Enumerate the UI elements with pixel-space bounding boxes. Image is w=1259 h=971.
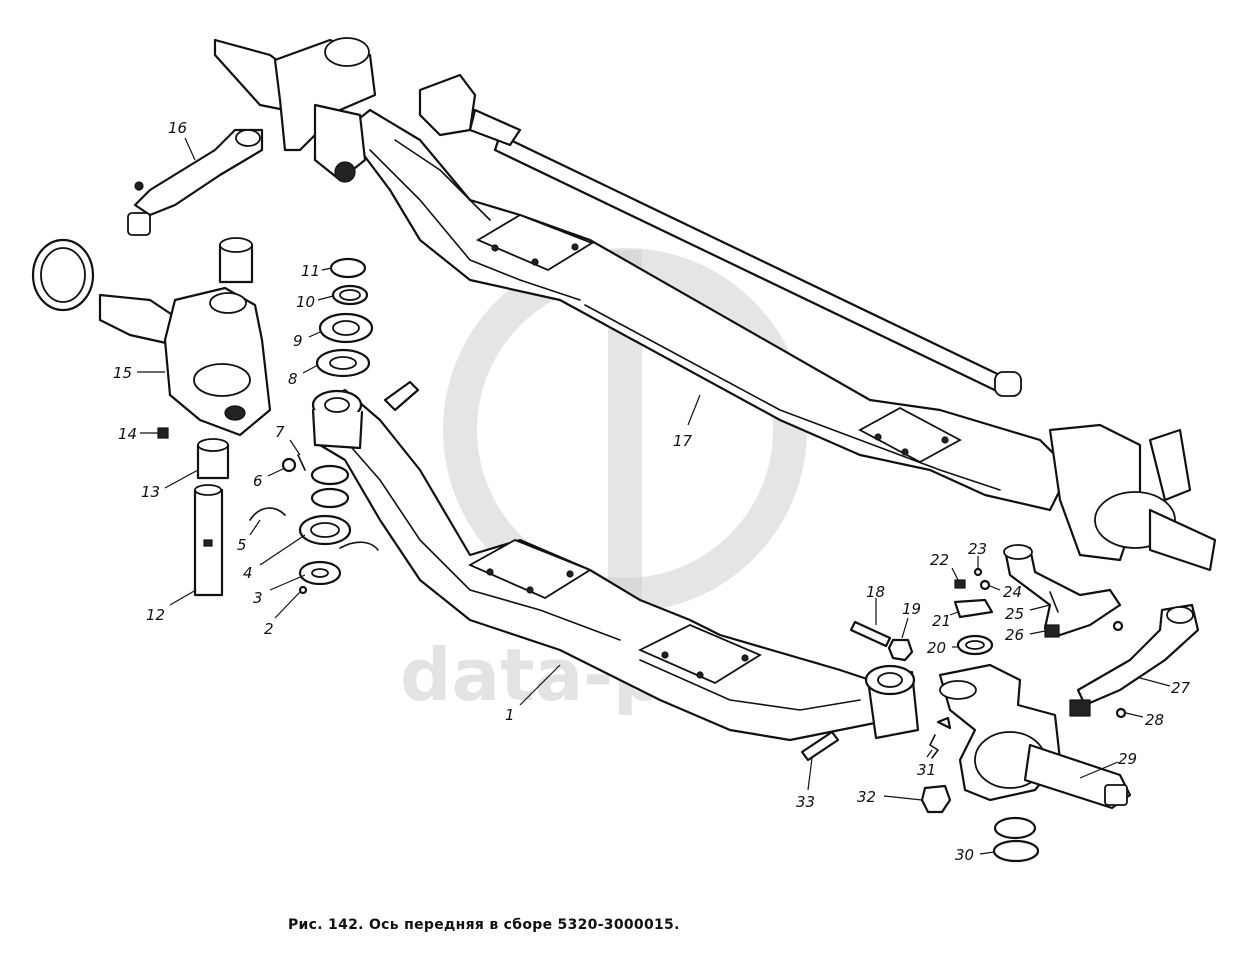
- kingpin: [193, 484, 224, 597]
- kingpin-bushing-upper: [218, 237, 254, 284]
- kingpin-bushing-lower: [196, 438, 230, 480]
- washer-stack: [315, 257, 374, 378]
- wedge-pin: [383, 380, 420, 412]
- callout-10: 10: [296, 293, 315, 311]
- callout-4: 4: [243, 564, 253, 582]
- callout-22: 22: [930, 551, 949, 569]
- figure-caption: Рис. 142. Ось передняя в сборе 5320-3000…: [288, 917, 680, 933]
- callout-7: 7: [275, 423, 285, 441]
- callout-3: 3: [253, 589, 263, 607]
- hub-seal-ring: [31, 238, 95, 312]
- assembled-axle: [213, 37, 1217, 572]
- callout-12: 12: [146, 606, 165, 624]
- thrust-bearing: [249, 464, 379, 595]
- tie-rod-arm-left: [127, 128, 264, 236]
- callout-24: 24: [1003, 583, 1022, 601]
- callout-25: 25: [1005, 605, 1024, 623]
- callout-23: 23: [968, 540, 987, 558]
- callout-17: 17: [673, 432, 693, 450]
- callout-8: 8: [288, 370, 298, 388]
- front-axle-beam: [311, 388, 920, 742]
- callout-14: 14: [118, 425, 137, 443]
- stud-and-nut: [849, 620, 914, 662]
- callout-13: 13: [141, 483, 160, 501]
- callout-32: 32: [857, 788, 876, 806]
- callout-5: 5: [237, 536, 247, 554]
- shims: [992, 816, 1040, 863]
- small-fasteners: [800, 716, 952, 814]
- callout-21: 21: [932, 612, 951, 630]
- callout-15: 15: [113, 364, 132, 382]
- steering-arm-kit: [953, 544, 1124, 656]
- callout-30: 30: [955, 846, 974, 864]
- callout-6: 6: [253, 472, 263, 490]
- callout-33: 33: [796, 793, 815, 811]
- callout-2: 2: [264, 620, 274, 638]
- callout-18: 18: [866, 583, 885, 601]
- callout-31: 31: [917, 761, 936, 779]
- callouts: 1 2 3 4 5 6 7 8 9 10 11 12 13 14 15 16 1…: [113, 119, 1191, 864]
- callout-20: 20: [927, 639, 946, 657]
- callout-11: 11: [301, 262, 320, 280]
- steering-knuckle-left: [98, 286, 272, 437]
- callout-1: 1: [505, 706, 515, 724]
- callout-28: 28: [1145, 711, 1164, 729]
- callout-16: 16: [168, 119, 187, 137]
- grease-fitting: [157, 427, 169, 439]
- tie-rod-arm-right: [1069, 603, 1200, 719]
- nut-and-cotter: [281, 454, 306, 473]
- callout-9: 9: [293, 332, 303, 350]
- callout-19: 19: [902, 600, 921, 618]
- callout-29: 29: [1118, 750, 1137, 768]
- steering-knuckle-right: [938, 663, 1132, 810]
- callout-27: 27: [1171, 679, 1191, 697]
- callout-26: 26: [1005, 626, 1024, 644]
